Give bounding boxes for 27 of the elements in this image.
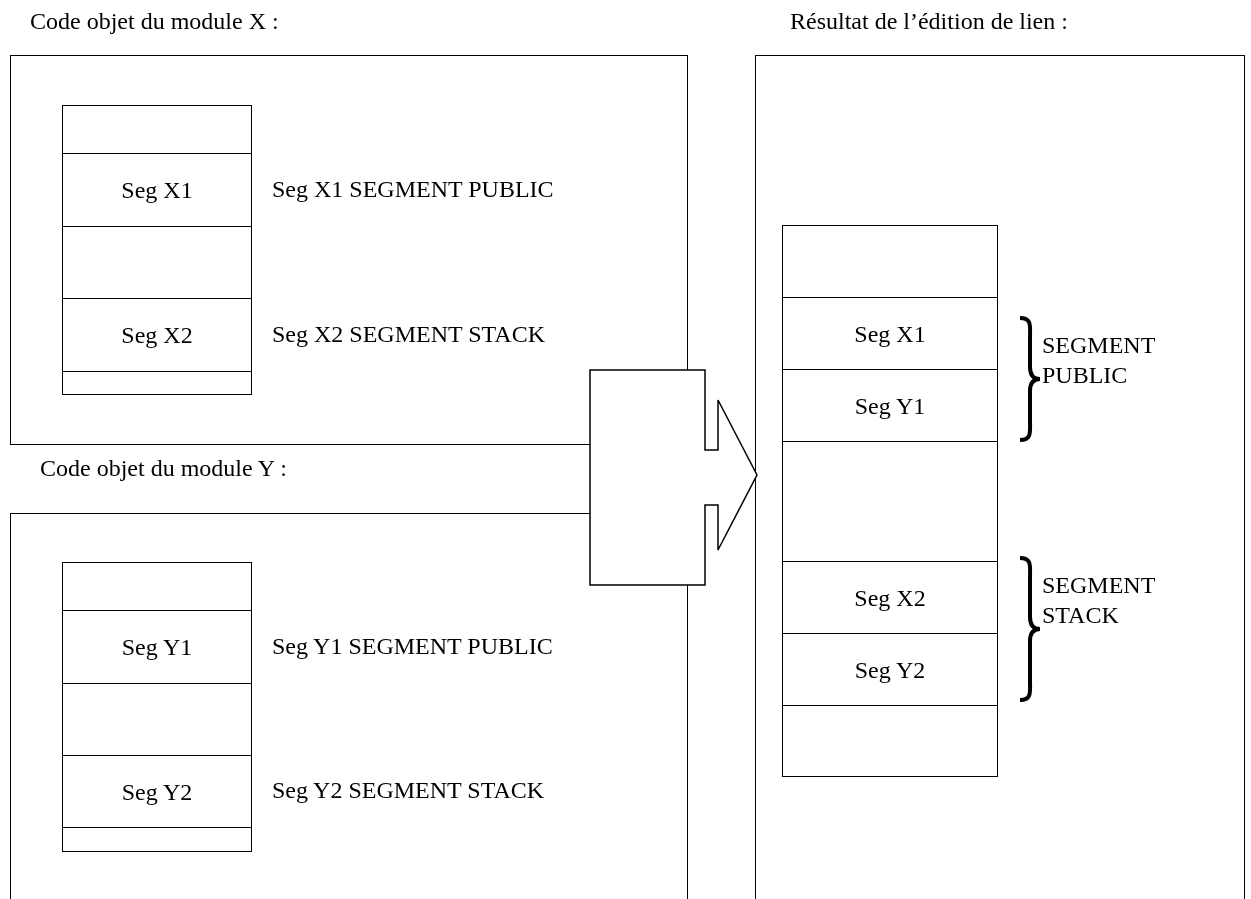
segment-type-label: SEGMENT PUBLIC [1042,331,1156,390]
module-heading: Code objet du module X : [30,8,279,35]
module-heading: Code objet du module Y : [40,455,287,482]
memory-segment: Seg X1 [782,297,998,371]
memory-segment [62,226,252,300]
memory-segment: Seg Y1 [782,369,998,443]
memory-segment: Seg X1 [62,153,252,228]
memory-segment [782,441,998,563]
memory-segment: Seg X2 [62,298,252,373]
memory-segment [62,371,252,395]
memory-segment [62,562,252,612]
block-arrow [589,369,758,586]
memory-segment: Seg Y2 [782,633,998,707]
memory-segment: Seg Y1 [62,610,252,685]
memory-segment [62,683,252,757]
memory-segment: Seg X2 [782,561,998,635]
segment-directive: Seg X1 SEGMENT PUBLIC [272,175,554,203]
segment-type-label: SEGMENT STACK [1042,571,1156,630]
segment-directive: Seg Y1 SEGMENT PUBLIC [272,632,553,660]
memory-segment: Seg Y2 [62,755,252,829]
module-heading: Résultat de l’édition de lien : [790,8,1068,35]
memory-segment [782,225,998,299]
memory-segment [62,105,252,155]
memory-segment [782,705,998,777]
segment-directive: Seg X2 SEGMENT STACK [272,320,545,348]
memory-segment [62,827,252,852]
segment-directive: Seg Y2 SEGMENT STACK [272,777,545,804]
